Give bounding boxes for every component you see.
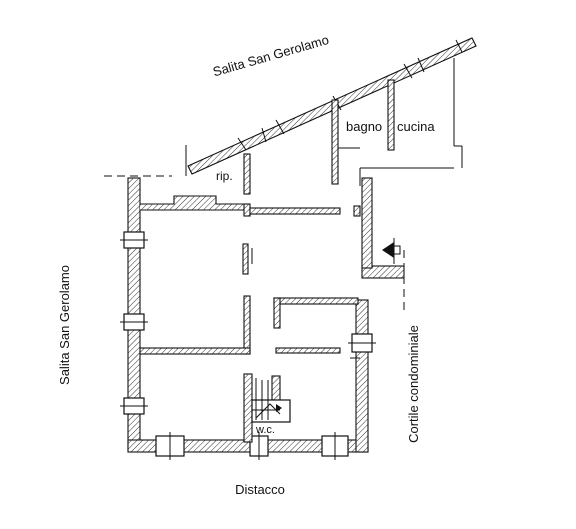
- room-label-bagno: bagno: [346, 119, 382, 134]
- bottom-exterior-wall: [127, 432, 369, 460]
- interior-walls: [139, 153, 361, 359]
- right-exterior-wall: [348, 167, 454, 453]
- room-label-rip: rip.: [216, 169, 233, 183]
- street-label-right: Cortile condominiale: [406, 325, 421, 443]
- street-label-top: Salita San Gerolamo: [211, 32, 330, 79]
- street-label-left: Salita San Gerolamo: [57, 265, 72, 385]
- street-label-bottom: Distacco: [235, 482, 285, 497]
- room-label-cucina: cucina: [397, 119, 435, 134]
- left-exterior-wall: [104, 175, 172, 451]
- wc-stair-block: [243, 373, 291, 443]
- entrance-arrow-icon: [382, 238, 401, 264]
- room-label-wc: w.c.: [255, 424, 275, 436]
- kitchen-bath-walls: [331, 58, 463, 185]
